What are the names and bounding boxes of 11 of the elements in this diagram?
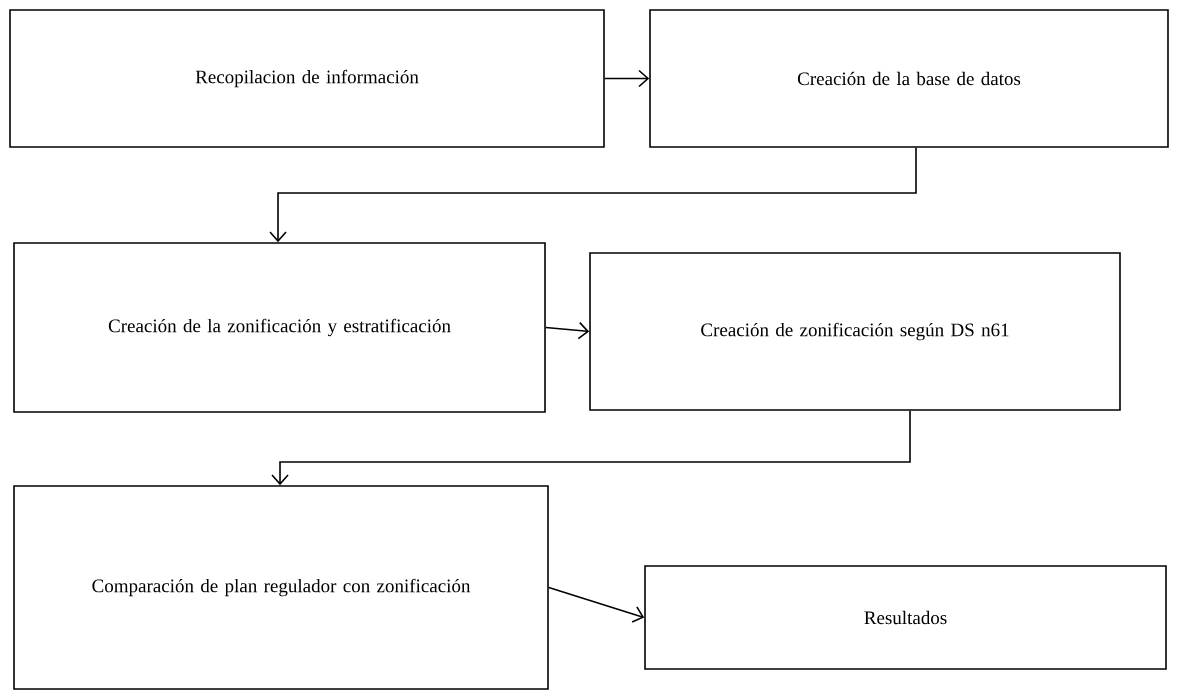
arrow xyxy=(271,410,911,486)
process-box: Comparación de plan regulador con zonificación xyxy=(13,485,549,690)
process-box: Creación de zonificación según DS n61 xyxy=(589,252,1121,411)
arrow xyxy=(604,69,650,88)
process-box: Creación de la base de datos xyxy=(649,9,1169,148)
arrow xyxy=(548,586,645,623)
process-box: Recopilacion de información xyxy=(9,9,605,148)
process-box: Creación de la zonificación y estratificación xyxy=(13,242,546,413)
process-box: Resultados xyxy=(644,565,1167,670)
arrow xyxy=(545,321,590,340)
arrow xyxy=(269,147,917,243)
